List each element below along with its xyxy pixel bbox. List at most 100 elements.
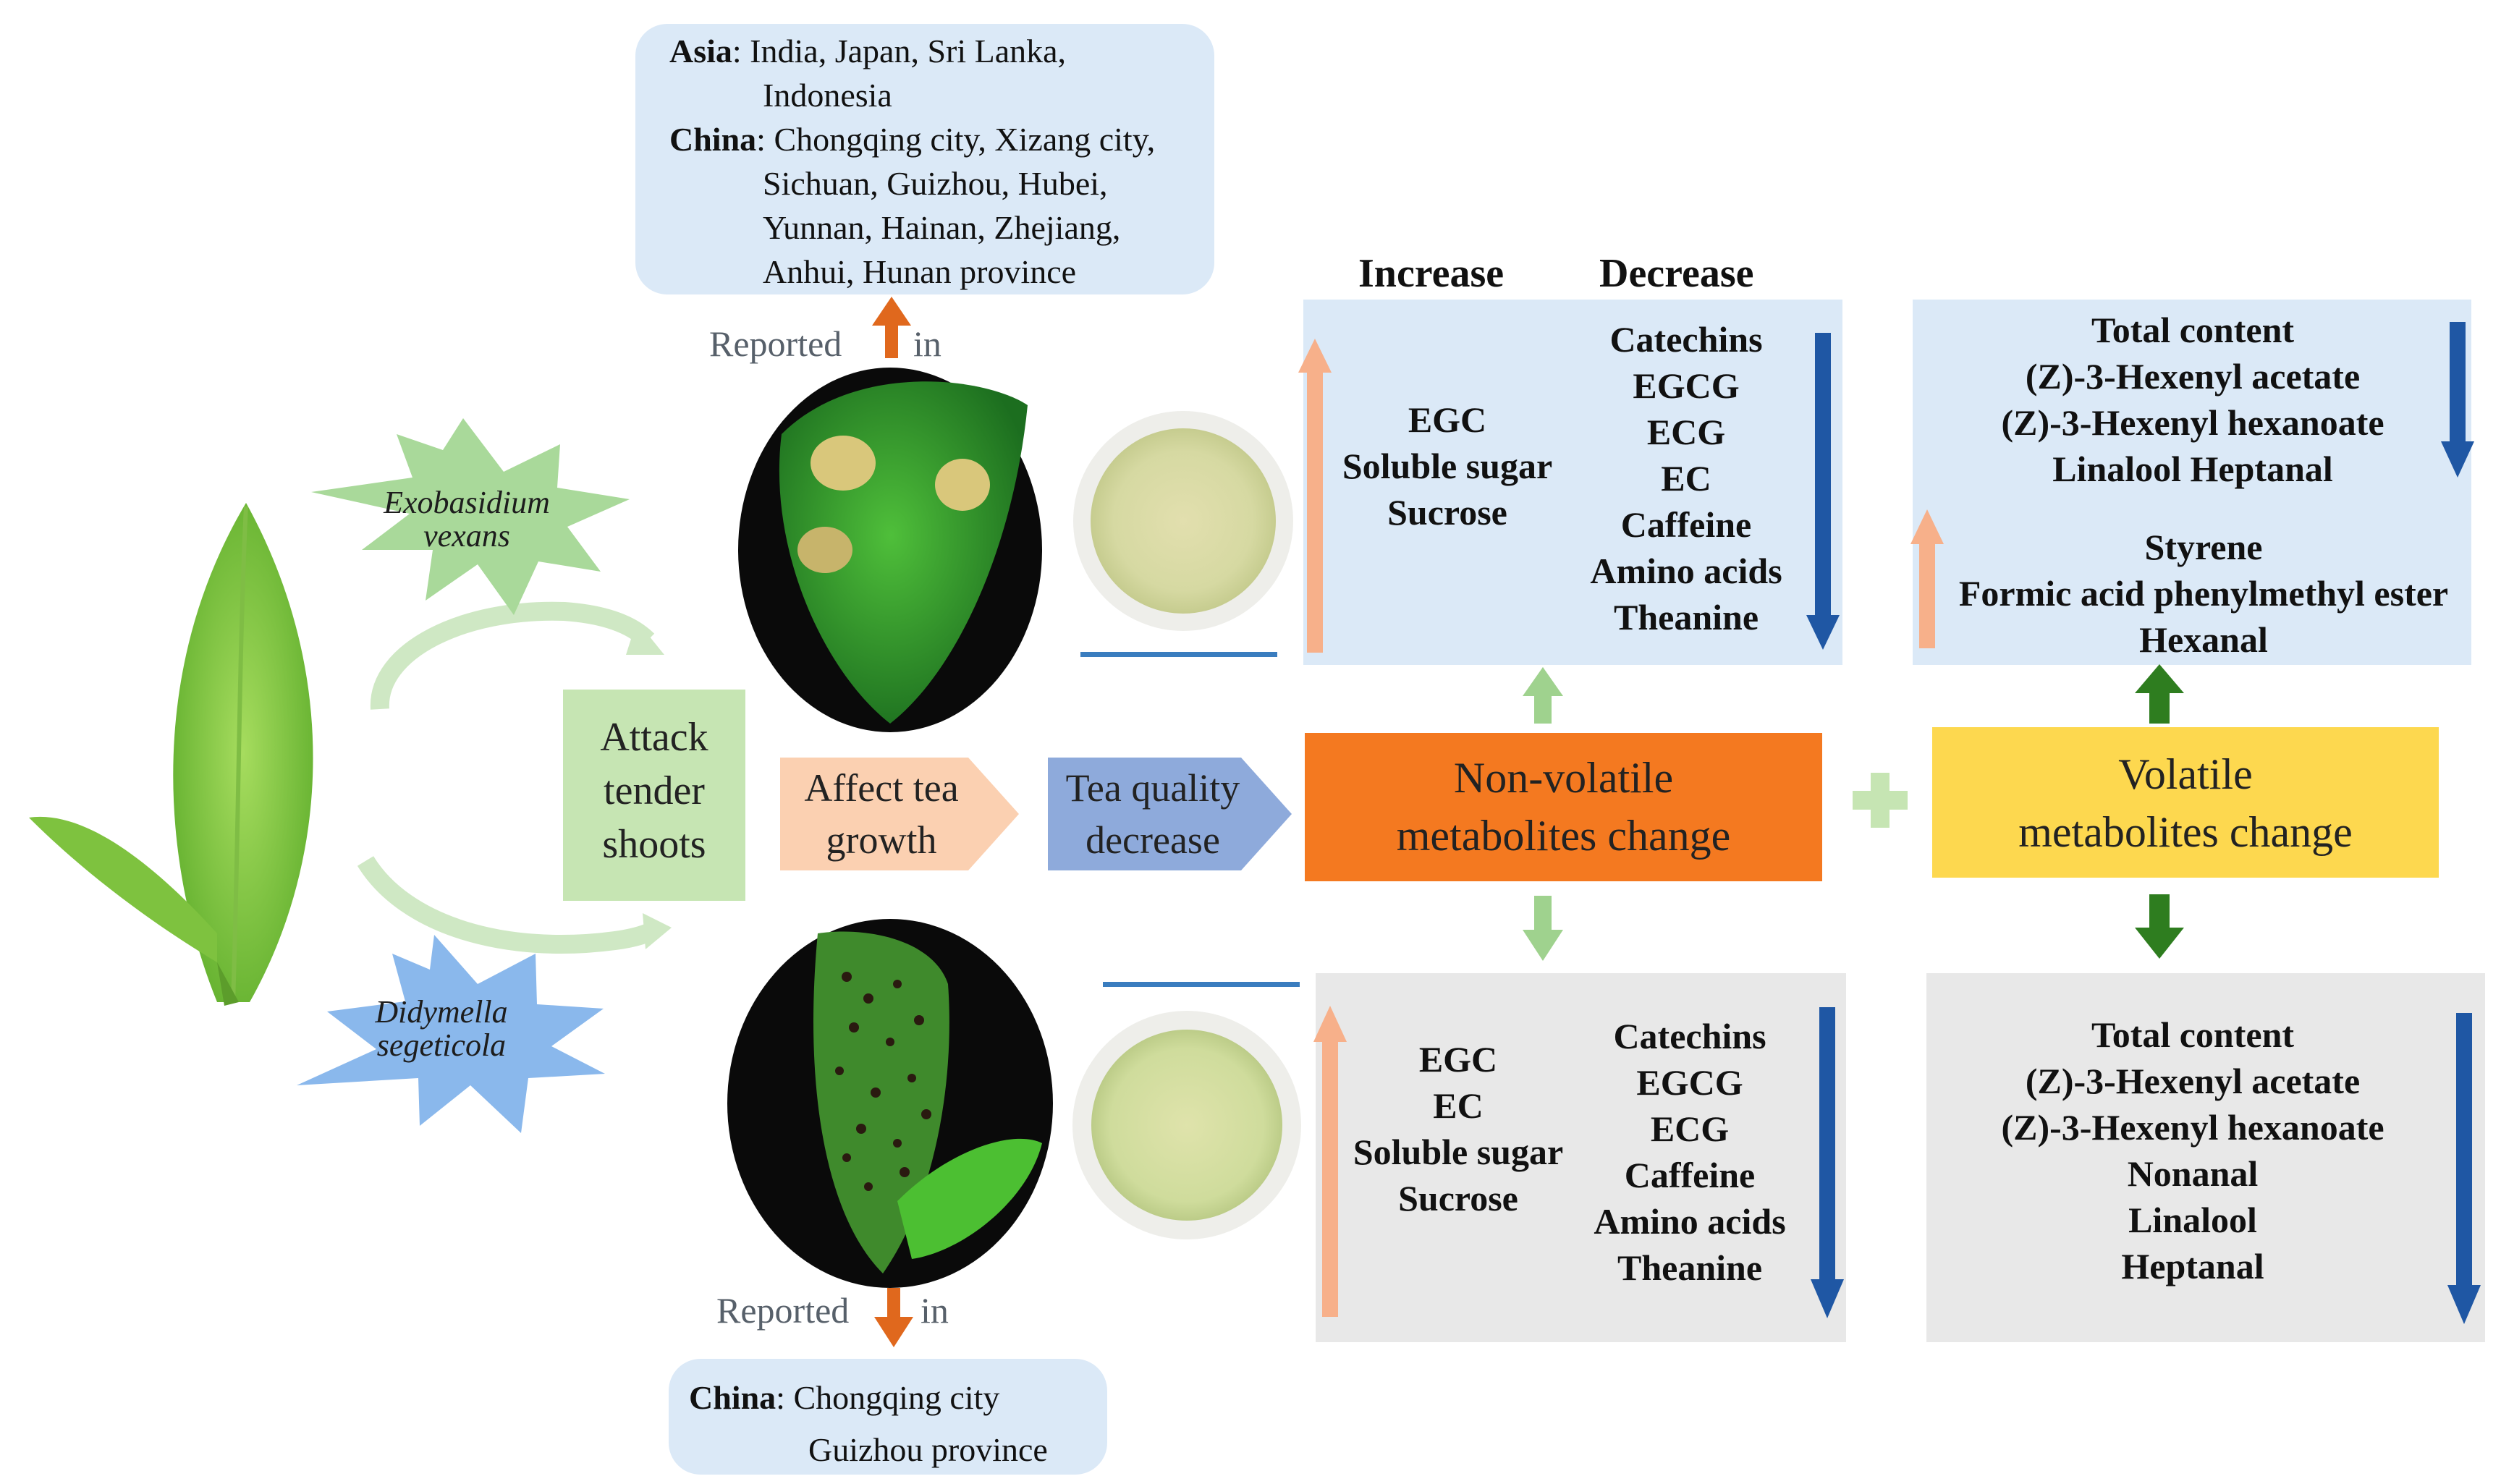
- quality-line2: decrease: [1086, 818, 1220, 862]
- top-volatile-panel: [1913, 300, 2471, 665]
- arc-bottom-head: [643, 913, 672, 949]
- bottom-v-dec-3: Nonanal: [2127, 1153, 2259, 1194]
- asia-text2: Indonesia: [763, 77, 892, 114]
- top-v-inc-0: Styrene: [2144, 527, 2263, 567]
- bottom-nv-increase-list: EGC EC Soluble sugar Sucrose: [1342, 1036, 1574, 1221]
- top-nv-increase-list: EGC Soluble sugar Sucrose: [1332, 397, 1563, 535]
- nonvolatile-line2: metabolites change: [1396, 812, 1731, 860]
- tea-cup-bottom-image: [1072, 1011, 1301, 1239]
- v-down-arrow-shaft: [2149, 894, 2170, 930]
- reported-up-arrow-shaft: [885, 322, 898, 358]
- decrease-header: Decrease: [1599, 251, 1754, 296]
- bottom-nv-inc-1: EC: [1433, 1085, 1484, 1126]
- bottom-nv-decrease-arrow: [1819, 1007, 1835, 1282]
- china-text3: Yunnan, Hainan, Zhejiang,: [763, 209, 1121, 246]
- china-label-top: China: [669, 121, 757, 158]
- top-v-dec-0: Total content: [2091, 310, 2295, 350]
- top-nv-increase-arrow: [1307, 369, 1323, 653]
- bottom-nv-dec-3: Caffeine: [1624, 1155, 1756, 1195]
- bottom-nv-decrease-list: Catechins EGCG ECG Caffeine Amino acids …: [1581, 1013, 1798, 1291]
- top-nv-decrease-list: Catechins EGCG ECG EC Caffeine Amino aci…: [1578, 316, 1795, 640]
- bottom-nv-dec-5: Theanine: [1617, 1247, 1763, 1288]
- top-nonvolatile-panel: [1303, 300, 1842, 665]
- quality-arrow-shape: [1048, 758, 1292, 870]
- bottom-loc-text1: : Chongqing city: [776, 1379, 1000, 1416]
- bottom-nv-dec-1: EGCG: [1636, 1062, 1743, 1103]
- bottom-v-dec-1: (Z)-3-Hexenyl acetate: [2025, 1061, 2361, 1101]
- top-nv-dec-1: EGCG: [1633, 365, 1740, 406]
- china-text2: Sichuan, Guizhou, Hubei,: [763, 165, 1108, 202]
- tea-shoot-main-leaf: [173, 503, 313, 1002]
- bottom-v-dec-5: Heptanal: [2121, 1246, 2264, 1286]
- bottom-nv-dec-4: Amino acids: [1594, 1201, 1786, 1242]
- increase-header: Increase: [1358, 251, 1505, 296]
- bottom-loc-text2: Guizhou province: [808, 1431, 1048, 1468]
- bottom-location-panel: [669, 1359, 1107, 1475]
- arc-bottom: [357, 855, 659, 954]
- bottom-volatile-panel: [1926, 973, 2485, 1342]
- nv-down-arrow-shaft: [1534, 896, 1552, 933]
- bottom-nv-inc-2: Soluble sugar: [1353, 1132, 1564, 1172]
- volatile-label: Volatile metabolites change: [1932, 745, 2439, 861]
- bottom-nv-inc-3: Sucrose: [1398, 1178, 1518, 1218]
- attack-box-label: Attack tender shoots: [563, 711, 745, 871]
- attack-line3: shoots: [602, 822, 706, 867]
- bottom-nv-increase-arrow: [1322, 1038, 1338, 1317]
- bottom-nv-dec-0: Catechins: [1613, 1016, 1766, 1056]
- nonvolatile-line1: Non-volatile: [1453, 754, 1674, 802]
- reported-bottom-word: Reported: [716, 1290, 850, 1331]
- arc-top-head: [626, 621, 664, 655]
- affect-line1: Affect tea: [804, 766, 959, 810]
- bottom-v-dec-4: Linalool: [2128, 1200, 2257, 1240]
- top-v-dec-3: Linalool Heptanal: [2052, 449, 2333, 489]
- didymella-line1: Didymella: [375, 994, 508, 1030]
- top-nv-decrease-arrow: [1815, 333, 1831, 619]
- reported-bottom-in: in: [921, 1290, 949, 1331]
- asia-label: Asia: [669, 33, 732, 69]
- asia-text1: : India, Japan, Sri Lanka,: [732, 33, 1067, 69]
- bottom-v-dec-0: Total content: [2091, 1014, 2295, 1055]
- nonvolatile-label: Non-volatile metabolites change: [1305, 749, 1822, 865]
- exobasidium-star: [311, 418, 630, 615]
- tea-shoot-leaf-midrib: [231, 506, 248, 1003]
- top-v-dec-2: (Z)-3-Hexenyl hexanoate: [2001, 402, 2384, 443]
- quality-line1: Tea quality: [1065, 766, 1240, 810]
- top-location-panel: [635, 24, 1214, 294]
- top-nv-inc-2: Sucrose: [1387, 492, 1507, 533]
- attack-line1: Attack: [600, 715, 708, 760]
- top-nv-dec-6: Theanine: [1613, 597, 1759, 637]
- attack-line2: tender: [604, 768, 705, 813]
- tea-cup-top-image: [1073, 411, 1293, 631]
- reported-top-in: in: [913, 323, 941, 364]
- bottom-v-decrease-list: Total content (Z)-3-Hexenyl acetate (Z)-…: [1954, 1012, 2432, 1289]
- attack-box-shape: [563, 690, 745, 901]
- top-v-increase-arrow: [1919, 541, 1935, 648]
- didymella-label: Didymella segeticola: [351, 996, 532, 1062]
- bottom-divider-line: [1103, 982, 1300, 987]
- affect-line2: growth: [826, 818, 937, 862]
- top-v-dec-1: (Z)-3-Hexenyl acetate: [2025, 356, 2361, 397]
- exobasidium-label: Exobasidium vexans: [376, 486, 557, 553]
- nonvolatile-box-shape: [1305, 733, 1822, 881]
- top-locations-text: Asia: India, Japan, Sri Lanka, Indonesia…: [669, 29, 1155, 294]
- top-v-increase-list: Styrene Formic acid phenylmethyl ester H…: [1939, 524, 2468, 663]
- china-text1: : Chongqing city, Xizang city,: [756, 121, 1156, 158]
- bottom-v-decrease-arrow: [2456, 1013, 2472, 1288]
- exobasidium-line2: vexans: [423, 518, 510, 554]
- top-nv-dec-2: ECG: [1646, 412, 1726, 452]
- quality-label: Tea quality decrease: [1048, 762, 1258, 866]
- top-v-inc-1: Formic acid phenylmethyl ester: [1958, 573, 2449, 614]
- bottom-v-dec-2: (Z)-3-Hexenyl hexanoate: [2001, 1107, 2384, 1148]
- infected-leaf-top-image: [738, 368, 1042, 732]
- plus-sign: [1853, 773, 1908, 828]
- reported-top-word: Reported: [709, 323, 842, 364]
- top-v-inc-2: Hexanal: [2139, 619, 2268, 660]
- top-nv-dec-4: Caffeine: [1620, 504, 1752, 545]
- top-nv-inc-1: Soluble sugar: [1342, 446, 1553, 486]
- tea-shoot-side-leaf: [29, 816, 217, 962]
- infected-leaf-bottom-image: [727, 919, 1053, 1288]
- arc-top: [370, 601, 655, 710]
- top-nv-dec-5: Amino acids: [1590, 551, 1782, 591]
- china-text4: Anhui, Hunan province: [763, 253, 1077, 290]
